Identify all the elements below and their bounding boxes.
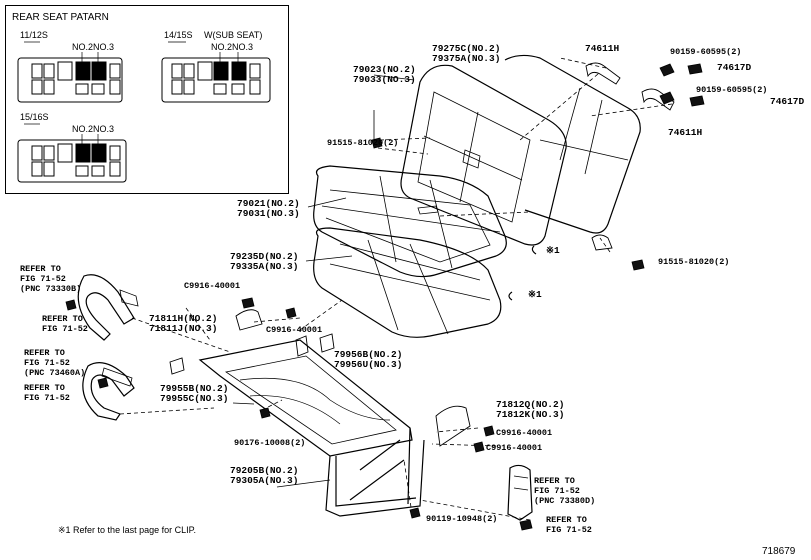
seat-frame (198, 339, 413, 457)
clip-label[interactable]: ※1 (528, 289, 542, 300)
seat-pattern-legend (5, 5, 289, 194)
clip-note: ※1 Refer to the last page for CLIP. (58, 525, 196, 535)
figure-id: 718679 (762, 546, 796, 557)
legend-group-label: 11/12S (20, 30, 48, 40)
seatback-rear (504, 54, 641, 234)
seatback-front (400, 64, 567, 246)
part-label[interactable]: 79023(NO.2)79033(NO.3) (353, 64, 416, 85)
part-label[interactable]: C9916-40001 (266, 325, 323, 335)
part-label[interactable]: 79205B(NO.2)79305A(NO.3) (230, 465, 299, 486)
legend-no2: NO.2 (72, 124, 94, 134)
legend-no3: NO.3 (93, 124, 115, 134)
belt-right (507, 464, 533, 521)
part-label[interactable]: 71812Q(NO.2)71812K(NO.3) (496, 399, 565, 420)
legend-group-label: 15/16S (20, 112, 49, 122)
legend-group-label: 14/15S (164, 30, 193, 40)
part-label[interactable]: 74617D (717, 62, 752, 73)
part-label[interactable]: 79955B(NO.2)79955C(NO.3) (160, 383, 229, 404)
part-label[interactable]: 74611H (585, 43, 620, 54)
part-label[interactable]: 91515-81020(2) (658, 257, 730, 267)
part-label[interactable]: 90176-10008(2) (234, 438, 306, 448)
belt-left-1 (77, 274, 135, 341)
part-label[interactable]: 90119-10948(2) (426, 514, 498, 524)
cushion-pad (313, 227, 502, 338)
part-label[interactable]: 74617D (770, 96, 805, 107)
part-label[interactable]: C9916-40001 (486, 443, 543, 453)
part-label[interactable]: 79235D(NO.2)79335A(NO.3) (230, 251, 299, 272)
part-label[interactable]: 90159-60595(2) (696, 85, 768, 95)
part-label[interactable]: 79275C(NO.2)79375A(NO.3) (432, 43, 501, 64)
part-label[interactable]: 71811H(NO.2)71811J(NO.3) (149, 313, 218, 334)
part-label[interactable]: C9916-40001 (496, 428, 553, 438)
legend-no2: NO.2 (72, 42, 94, 52)
seat-cushion (313, 165, 507, 278)
belt-left-2 (82, 362, 135, 421)
legend-no3: NO.3 (232, 42, 254, 52)
clip-label[interactable]: ※1 (546, 245, 560, 256)
legend-sub-seat: W(SUB SEAT) (204, 30, 263, 40)
part-label[interactable]: 79956B(NO.2)79956U(NO.3) (334, 349, 403, 370)
part-label[interactable]: C9916-40001 (184, 281, 241, 291)
part-label[interactable]: 91515-81020(2) (327, 138, 399, 148)
legend-no3: NO.3 (93, 42, 115, 52)
part-label[interactable]: 90159-60595(2) (670, 47, 742, 57)
legend-no2: NO.2 (211, 42, 233, 52)
part-label[interactable]: 79021(NO.2)79031(NO.3) (237, 198, 300, 219)
legend-title: REAR SEAT PATARN (12, 12, 109, 23)
seat-leg (325, 439, 425, 517)
part-label[interactable]: 74611H (668, 127, 703, 138)
